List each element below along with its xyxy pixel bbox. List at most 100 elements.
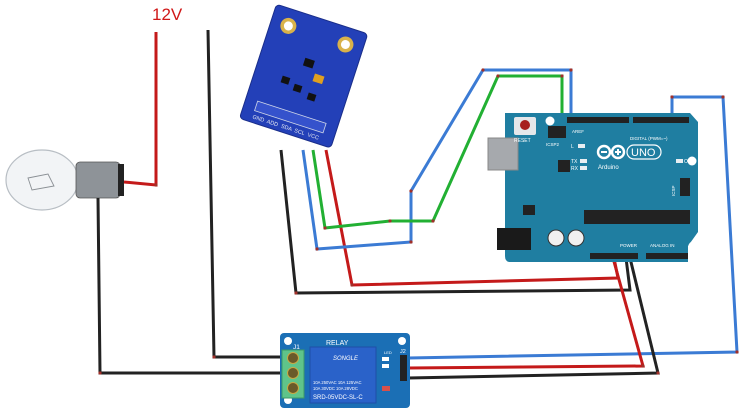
mounting-hole xyxy=(688,241,698,251)
terminal-label: J1 xyxy=(293,344,300,351)
junction xyxy=(641,364,645,368)
aref-label: AREF xyxy=(572,129,584,134)
junction xyxy=(409,189,413,193)
transistor xyxy=(292,83,303,93)
relay-led-label: LED xyxy=(384,350,392,355)
terminal-screw xyxy=(287,352,299,364)
usb-chip xyxy=(558,160,570,172)
wire-sensor-gnd xyxy=(279,149,632,295)
junction xyxy=(496,74,500,78)
analog-label: ANALOG IN xyxy=(650,243,675,248)
transistor xyxy=(306,92,317,102)
junction xyxy=(569,68,573,72)
relay-title: RELAY xyxy=(326,340,349,347)
led-on xyxy=(676,159,683,163)
arduino-brand: Arduino xyxy=(598,165,619,171)
capacitor xyxy=(567,229,585,247)
junction xyxy=(98,371,102,375)
arduino-board xyxy=(505,113,698,262)
light-sensor-module: GND ADD SDA SCL VCC xyxy=(239,4,368,148)
bulb-filament xyxy=(27,173,55,191)
sensor-pin-scl: SCL xyxy=(293,128,305,137)
diode xyxy=(382,386,390,391)
relay-model: SRD-05VDC-SL-C xyxy=(313,395,363,401)
sensor-pin-header xyxy=(254,100,327,134)
led-rx-label: RX xyxy=(571,166,579,172)
atmega-chip xyxy=(584,210,690,224)
led-l xyxy=(578,144,585,148)
lamp xyxy=(5,149,124,211)
digital-header-left xyxy=(567,117,629,123)
supply-voltage-label: 12V xyxy=(152,5,183,24)
header-label: J2 xyxy=(400,349,406,355)
relay-block xyxy=(309,346,377,404)
reset-button-cap xyxy=(520,120,530,130)
led-tx xyxy=(580,159,587,163)
mounting-hole-center xyxy=(340,39,350,49)
terminal-screw xyxy=(287,382,299,394)
voltage-regulator xyxy=(523,205,535,215)
mounting-hole xyxy=(545,116,555,126)
junction xyxy=(212,355,216,359)
wire-junctions xyxy=(98,68,739,375)
mounting-hole xyxy=(398,337,406,345)
power-label: POWER xyxy=(620,243,638,248)
junction xyxy=(315,247,319,251)
icsp2-header xyxy=(548,126,566,138)
junction xyxy=(154,183,158,187)
bulb-contact xyxy=(118,164,124,196)
arduino-logo xyxy=(596,144,626,160)
uno-badge xyxy=(626,144,662,160)
junction xyxy=(560,74,564,78)
junction xyxy=(656,371,660,375)
mounting-hole xyxy=(284,337,292,345)
junction xyxy=(481,68,485,72)
mounting-hole xyxy=(687,156,697,166)
relay-spec-line-2: 10A 30VDC 10A 28VDC xyxy=(313,386,358,391)
relay-led xyxy=(382,357,389,361)
junction xyxy=(350,283,354,287)
sensor-pin-vcc: VCC xyxy=(307,132,320,141)
led-tx-label: TX xyxy=(571,159,578,165)
junction xyxy=(294,291,298,295)
relay-brand: SONGLE xyxy=(333,356,359,362)
power-jack xyxy=(497,228,531,250)
digital-header-right xyxy=(633,117,689,123)
reset-label: RESET xyxy=(514,138,531,144)
power-header xyxy=(590,253,638,259)
wire-relay-vcc xyxy=(407,257,645,370)
junction xyxy=(409,240,413,244)
digital-label: DIGITAL (PWM=~) xyxy=(630,136,668,141)
bulb-glass xyxy=(5,149,79,211)
wire-relay-gnd xyxy=(407,257,660,380)
arduino-model: UNO xyxy=(631,147,656,159)
usb-port xyxy=(487,137,519,171)
resistor xyxy=(382,364,389,368)
arduino-uno: RESET ICSP2 DIGITAL (PWM=~) AREF L TX RX… xyxy=(487,113,698,262)
analog-header xyxy=(646,253,688,259)
relay-spec-line-1: 10A 250VAC 10A 125VAC xyxy=(313,380,362,385)
capacitor xyxy=(312,73,325,85)
bulb-base xyxy=(75,161,121,199)
junction xyxy=(323,226,327,230)
transistor xyxy=(280,75,291,85)
led-rx xyxy=(580,166,587,170)
wire-12v-positive xyxy=(123,32,158,187)
junction xyxy=(735,350,739,354)
icsp2-label: ICSP2 xyxy=(546,142,560,147)
sensor-pin-sda: SDA xyxy=(280,124,293,133)
mounting-hole-center xyxy=(283,21,293,31)
sensor-chip xyxy=(302,57,315,69)
relay-input-header xyxy=(400,355,407,381)
icsp-header xyxy=(680,178,690,196)
capacitor xyxy=(547,229,565,247)
sensor-pin-gnd: GND xyxy=(251,114,265,123)
junction xyxy=(388,219,392,223)
junction xyxy=(721,95,725,99)
wire-lamp-return xyxy=(96,197,286,375)
icsp-label: ICSP xyxy=(671,185,676,196)
junction xyxy=(431,219,435,223)
junction xyxy=(670,95,674,99)
terminal-screw xyxy=(287,367,299,379)
